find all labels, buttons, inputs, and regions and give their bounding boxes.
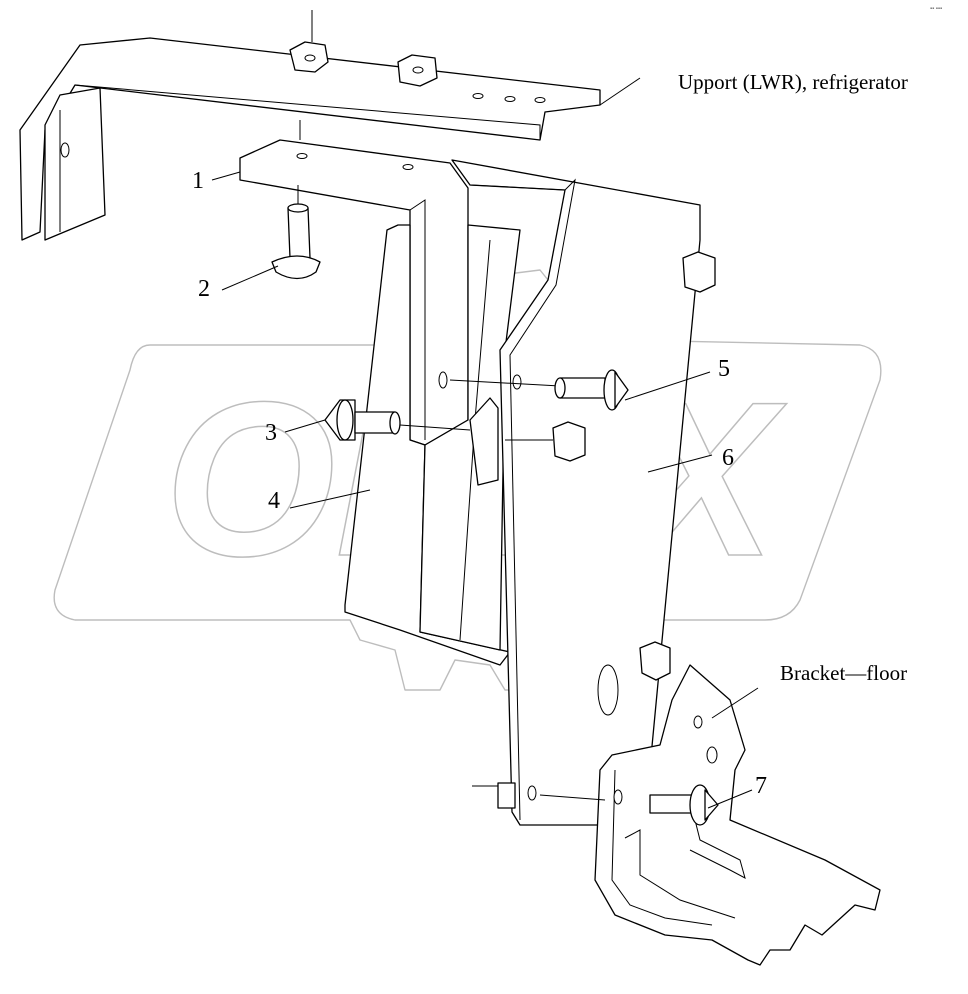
part-5-pin bbox=[449, 369, 629, 411]
upper-support-part bbox=[19, 10, 601, 241]
caption-floor-bracket: Bracket—floor bbox=[780, 661, 907, 685]
part-3-pin bbox=[324, 399, 471, 441]
part-6-plate bbox=[451, 159, 716, 826]
callout-3: 3 bbox=[265, 420, 277, 446]
callout-1: 1 bbox=[192, 168, 204, 194]
callout-5: 5 bbox=[718, 356, 730, 382]
nut bbox=[505, 421, 586, 462]
caption-upper-support: Upport (LWR), refrigerator bbox=[678, 70, 908, 94]
leader-lines bbox=[211, 77, 759, 809]
callout-6: 6 bbox=[722, 445, 734, 471]
callout-7: 7 bbox=[755, 773, 767, 799]
part-2-pin bbox=[271, 203, 321, 280]
callout-4: 4 bbox=[268, 488, 280, 514]
part-4-channel bbox=[344, 224, 521, 666]
floor-bracket-part bbox=[472, 664, 881, 966]
corner-mark: ▪▪ ▪▪▪ bbox=[930, 6, 942, 12]
callout-2: 2 bbox=[198, 276, 210, 302]
